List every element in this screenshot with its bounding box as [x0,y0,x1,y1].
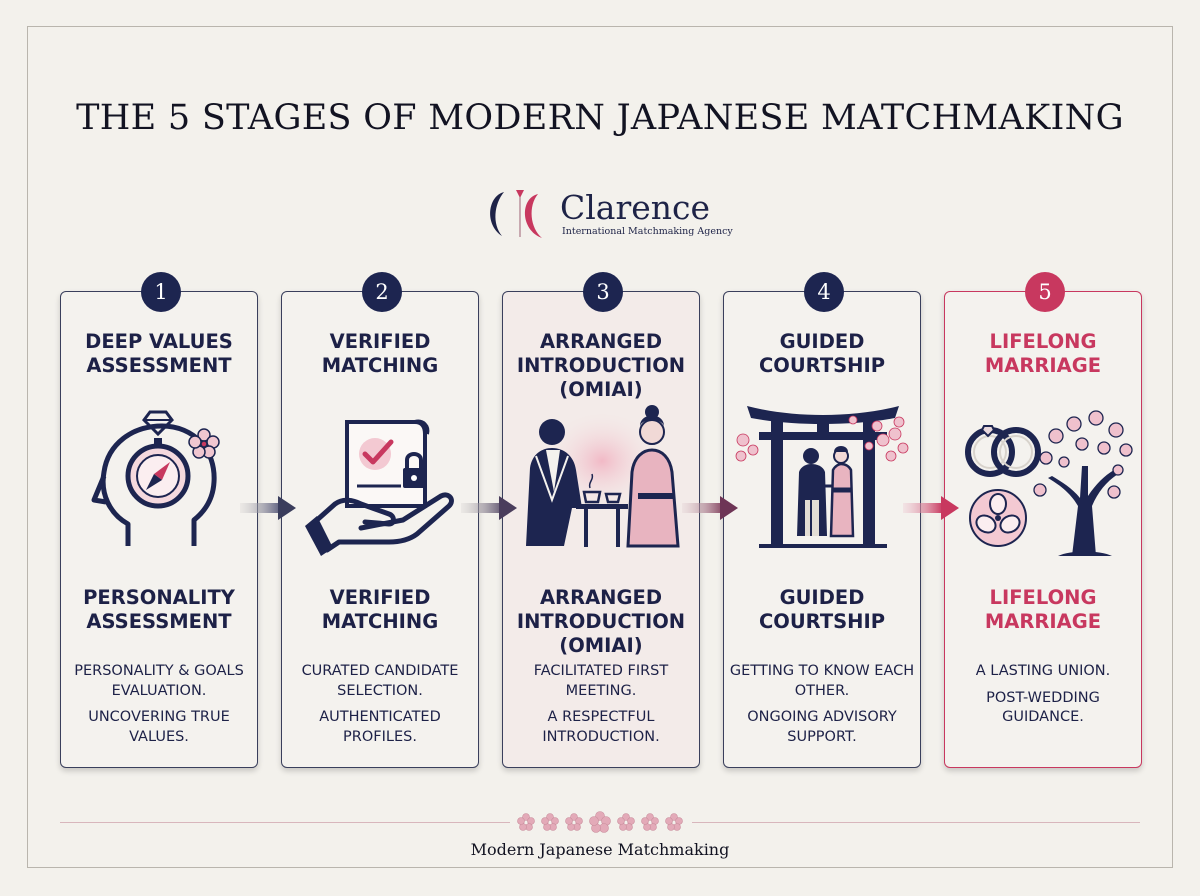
stage-description-line: UNCOVERING TRUE VALUES. [88,709,230,745]
stage-card-3: 3 ARRANGED INTRODUCTION (OMIAI) ARRANGED… [502,272,700,768]
stage-title-bottom: LIFELONG MARRIAGE [984,586,1102,633]
stage-title-top: GUIDED COURTSHIP [758,330,886,377]
stage-description: FACILITATED FIRST MEETING. A RESPECTFUL … [503,662,699,754]
stage-number-badge: 2 [362,272,402,312]
cherry-blossom-icon [517,811,683,833]
stage-description: CURATED CANDIDATE SELECTION. AUTHENTICAT… [282,662,478,754]
stage-description: PERSONALITY & GOALS EVALUATION. UNCOVERI… [61,662,257,754]
stage-title-bottom: PERSONALITY ASSESSMENT [83,586,235,633]
stage-description-line: CURATED CANDIDATE SELECTION. [301,663,459,699]
stage-card-4: 4 GUIDED COURTSHIP GUIDED COURTSHIP GETT… [723,272,921,768]
torii-couple-icon [735,406,909,548]
stage-description-line: ONGOING ADVISORY SUPPORT. [747,709,897,745]
stage-description: GETTING TO KNOW EACH OTHER. ONGOING ADVI… [724,662,920,754]
stage-description-line: PERSONALITY & GOALS EVALUATION. [74,663,244,699]
hand-document-icon [305,419,454,556]
footer-divider-right [692,822,1140,823]
stage-title-top: DEEP VALUES ASSESSMENT [85,330,233,377]
rings-tree-icon [965,410,1133,556]
stage-number-badge: 3 [583,272,623,312]
stage-description: A LASTING UNION. POST-WEDDING GUIDANCE. [945,662,1141,735]
page-title: THE 5 STAGES OF MODERN JAPANESE MATCHMAK… [76,98,1124,138]
stage-description-line: FACILITATED FIRST MEETING. [533,663,669,699]
tea-meeting-icon [526,405,680,548]
stage-card-5: 5 LIFELONG MARRIAGE LIFELONG MARRIAGE A … [944,272,1142,768]
brand-logo: Clarence International Matchmaking Agenc… [480,184,740,246]
stage-description-line: POST-WEDDING GUIDANCE. [986,689,1100,726]
stage-number-badge: 1 [141,272,181,312]
stage-card-2: 2 VERIFIED MATCHING VERIFIED MATCHING CU… [281,272,479,768]
stage-number-badge: 4 [804,272,844,312]
stage-description-line: GETTING TO KNOW EACH OTHER. [729,663,915,699]
stage-title-bottom: ARRANGED INTRODUCTION (OMIAI) [516,586,686,657]
stage-card-1: 1 DEEP VALUES ASSESSMENT PERSONALITY ASS… [60,272,258,768]
stage-title-bottom: GUIDED COURTSHIP [758,586,886,633]
brand-mark-icon [490,190,542,238]
stage-title-bottom: VERIFIED MATCHING [321,586,439,633]
stage-description-line: AUTHENTICATED PROFILES. [319,709,441,745]
stage-number-badge: 5 [1025,272,1065,312]
stage-description-line: A LASTING UNION. [975,663,1111,679]
page-frame [27,26,1173,868]
stage-title-top: VERIFIED MATCHING [321,330,439,377]
arrow-right-icon [240,496,296,520]
stage-title-top: LIFELONG MARRIAGE [984,330,1102,377]
brand-tagline: International Matchmaking Agency [562,226,733,237]
arrow-right-icon [461,496,517,520]
footer-divider-left [60,822,510,823]
arrow-right-icon [682,496,738,520]
stage-description-line: A RESPECTFUL INTRODUCTION. [542,709,660,745]
arrow-right-icon [903,496,959,520]
head-compass-icon [91,410,220,546]
brand-name: Clarence [560,188,711,227]
footer-caption: Modern Japanese Matchmaking [470,840,730,859]
stage-title-top: ARRANGED INTRODUCTION (OMIAI) [516,330,686,401]
